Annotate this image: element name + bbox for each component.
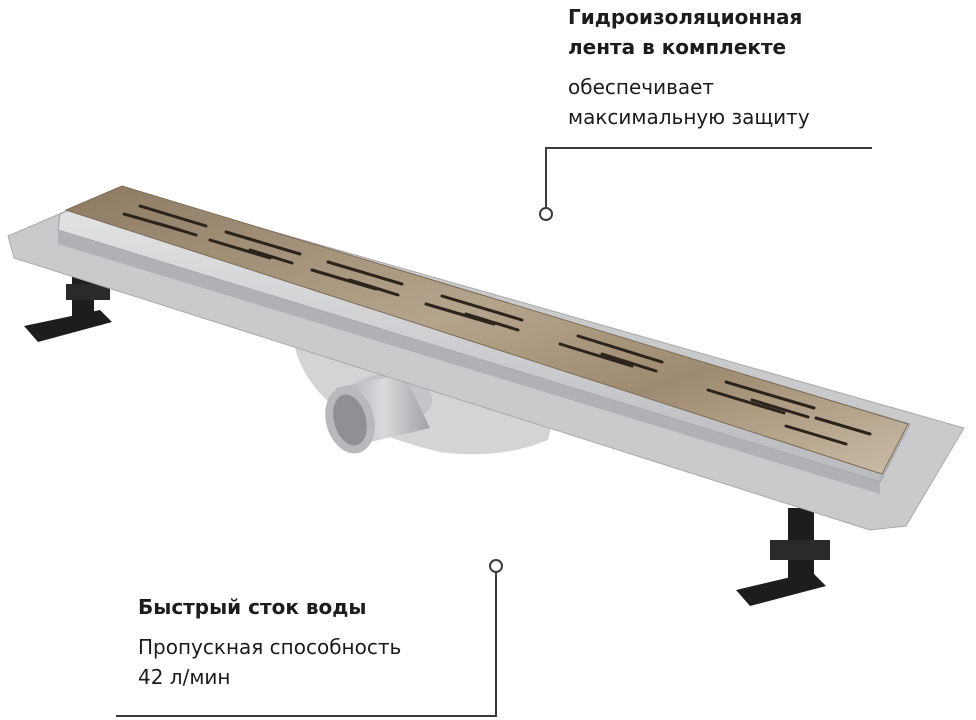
callout-leader-bottom [116,559,503,717]
callout-waterproofing: Гидроизоляционная лента в комплекте обес… [568,2,968,132]
callout-waterproofing-title: Гидроизоляционная лента в комплекте [568,5,803,59]
callout-drainage-title: Быстрый сток воды [138,595,367,619]
callout-leader-top [539,147,872,221]
right-support-leg [736,508,830,606]
callout-drainage: Быстрый сток воды Пропускная способность… [138,592,478,692]
callout-drainage-text: Пропускная способность 42 л/мин [138,635,402,689]
grate-slots [122,204,872,446]
callout-waterproofing-text: обеспечивает максимальную защиту [568,75,810,129]
outlet-pipe [325,374,430,454]
